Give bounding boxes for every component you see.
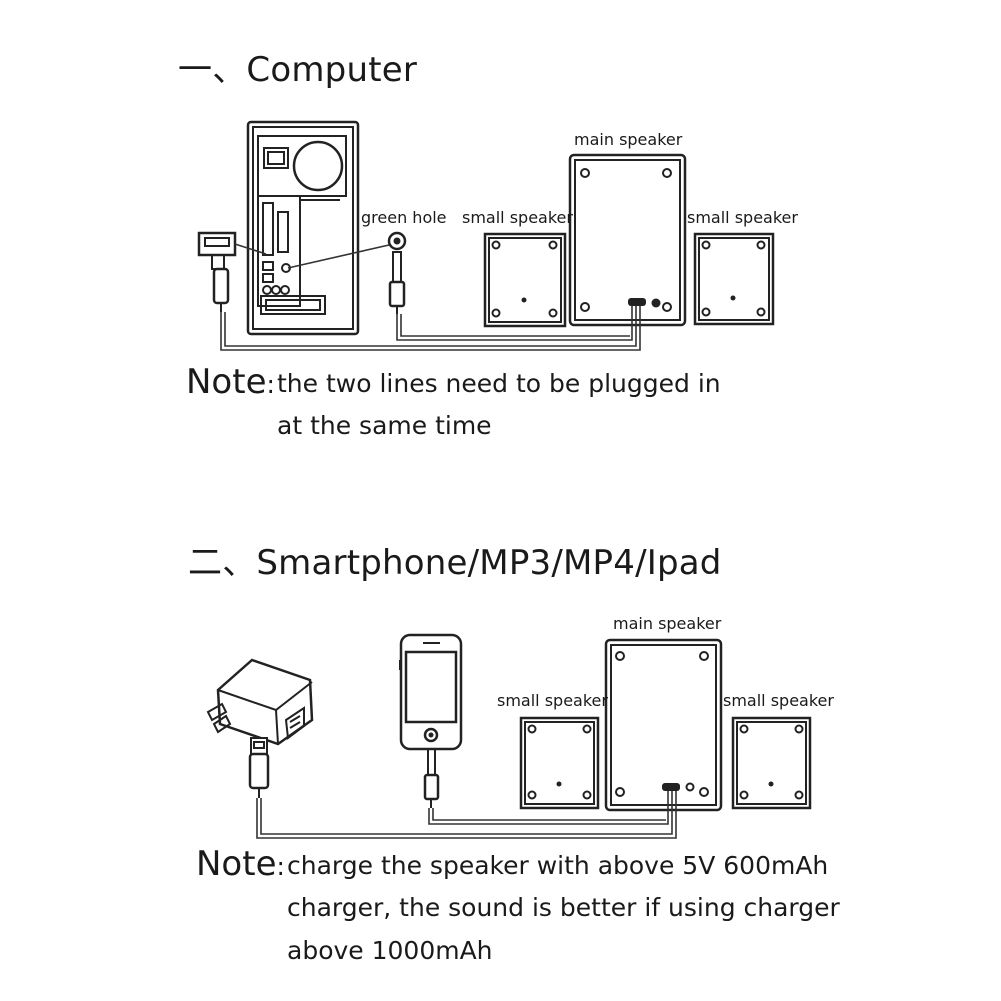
- note-sep: :: [276, 852, 285, 881]
- note-smartphone: Note:: [196, 844, 285, 888]
- note-key: Note: [186, 362, 267, 402]
- section-title-computer: 一、Computer: [178, 50, 418, 90]
- speaker-icon: [519, 638, 812, 812]
- usb-plug-icon: [248, 737, 270, 798]
- small-speaker-right-label: small speaker: [723, 691, 834, 710]
- note-line-2: at the same time: [277, 411, 492, 440]
- green-hole-label: green hole: [361, 208, 447, 227]
- note-line-3: above 1000mAh: [287, 936, 493, 965]
- main-speaker-label: main speaker: [613, 614, 722, 633]
- note-line-2: charger, the sound is better if using ch…: [287, 893, 840, 922]
- computer-tower-icon: [246, 120, 360, 336]
- section-title-smartphone: 二、Smartphone/MP3/MP4/Ipad: [188, 543, 722, 583]
- audio-jack-icon: [423, 748, 440, 808]
- usb-plug-icon: [197, 231, 237, 312]
- note-line-1: charge the speaker with above 5V 600mAh: [287, 851, 829, 880]
- small-speaker-right-label: small speaker: [687, 208, 798, 227]
- small-speaker-left-label: small speaker: [462, 208, 573, 227]
- speaker-icon: [483, 153, 775, 328]
- note-key: Note: [196, 844, 277, 884]
- note-computer: Note:: [186, 362, 275, 406]
- audio-jack-icon: [387, 231, 407, 314]
- note-line-1: the two lines need to be plugged in: [277, 369, 721, 398]
- small-speaker-left-label: small speaker: [497, 691, 608, 710]
- main-speaker-label: main speaker: [574, 130, 683, 149]
- note-sep: :: [266, 370, 275, 399]
- wall-charger-icon: [206, 658, 314, 746]
- smartphone-icon: [399, 633, 463, 751]
